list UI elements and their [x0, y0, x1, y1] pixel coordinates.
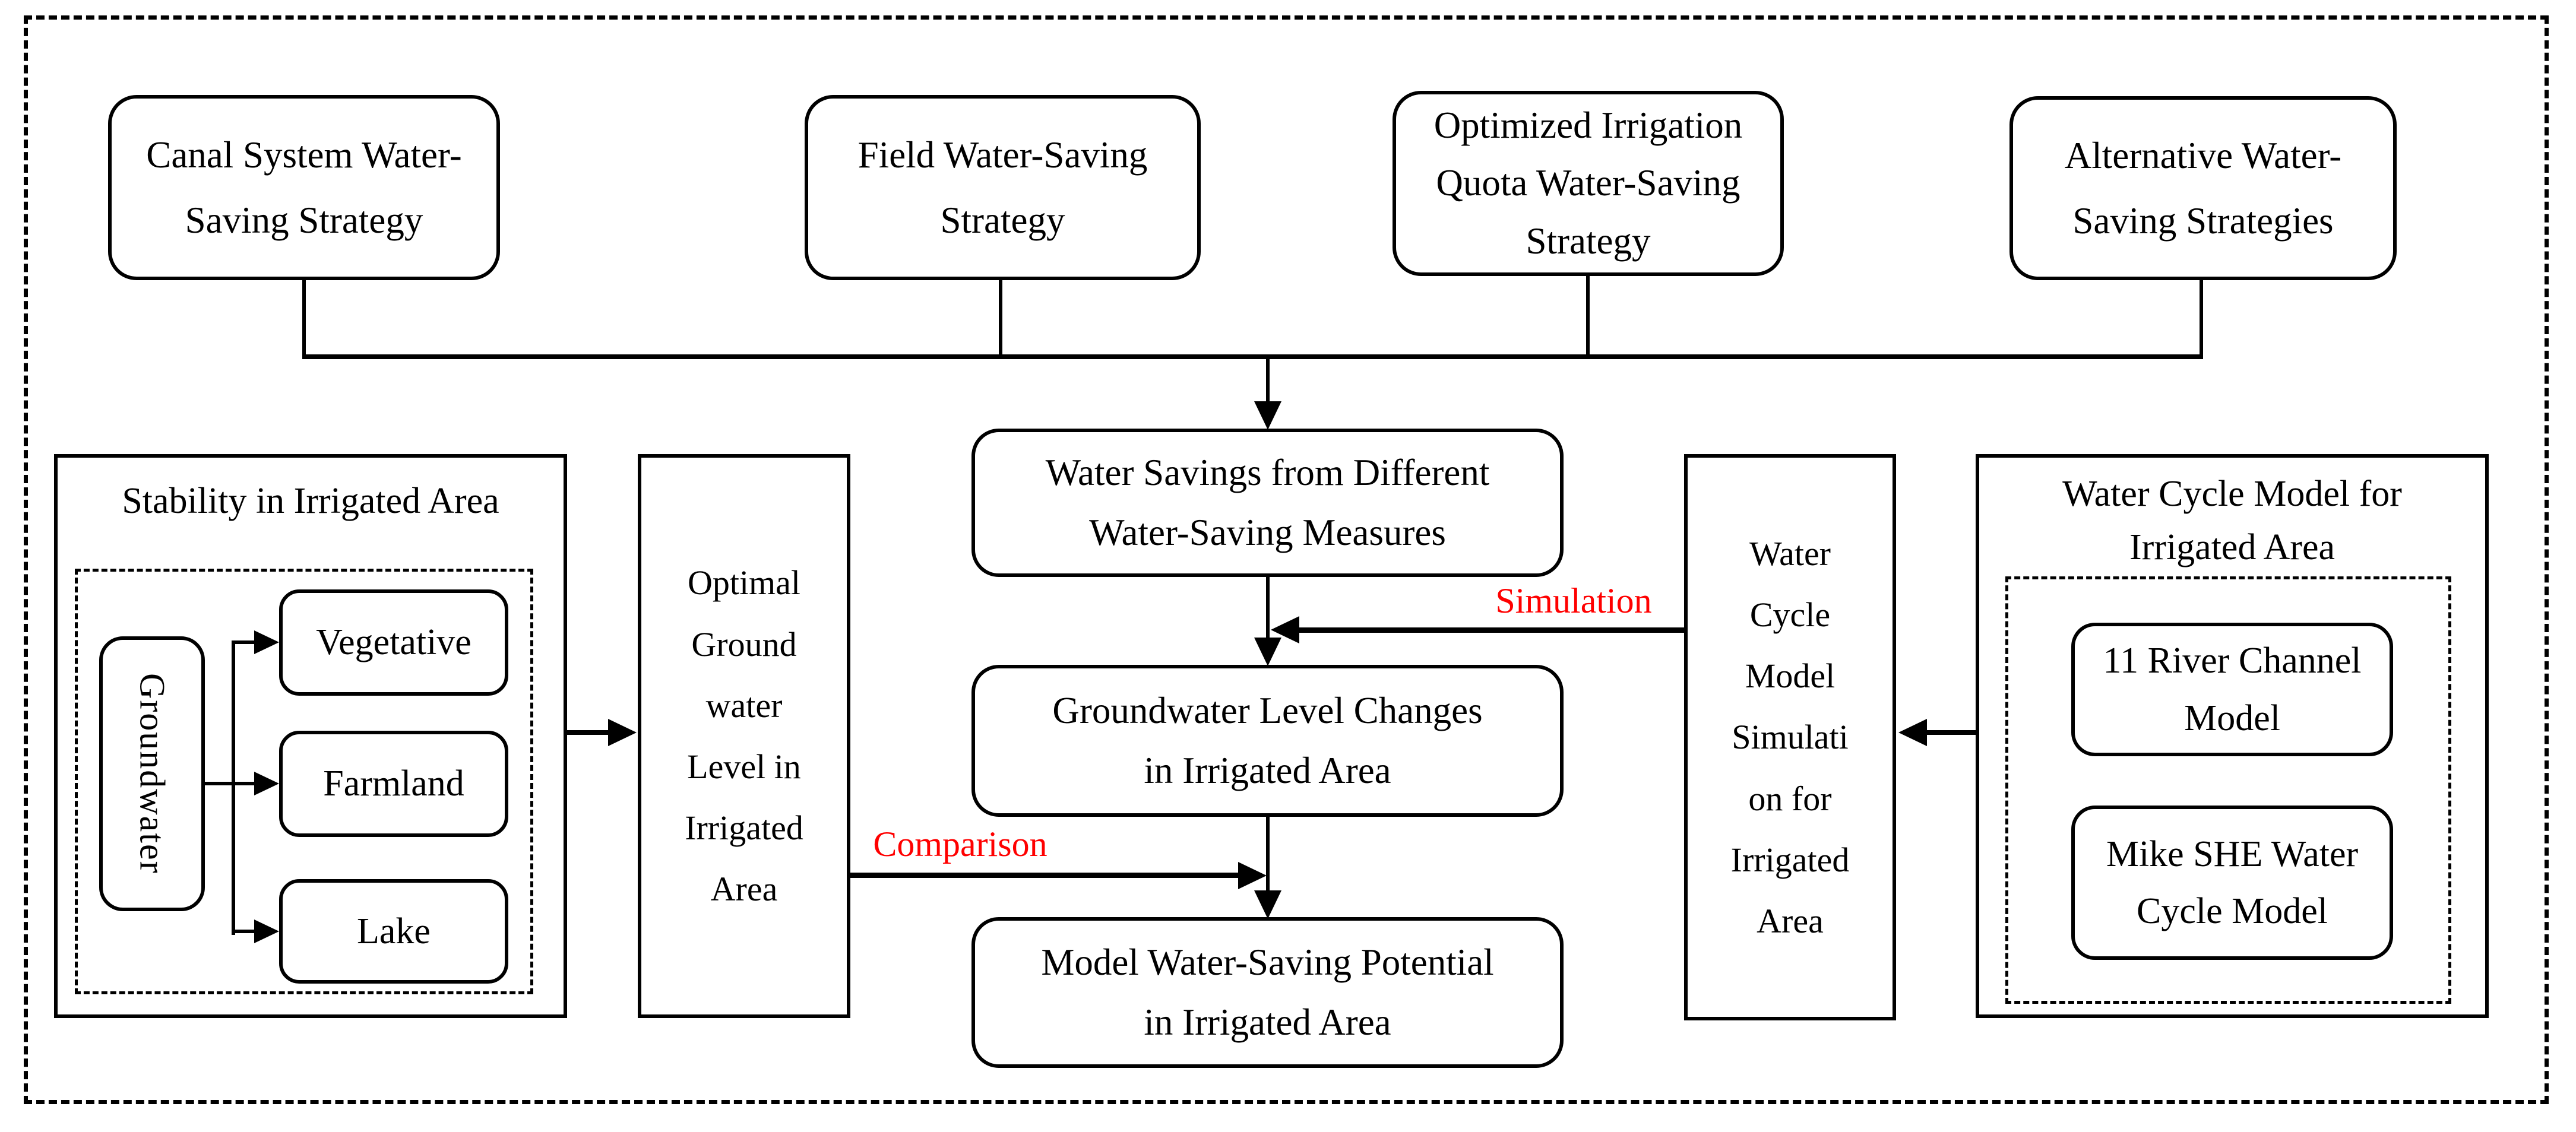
optimal-groundwater-level-box: Optimal Ground water Level in Irrigated …: [638, 454, 850, 1018]
comparison-label: Comparison: [873, 825, 1048, 864]
strategy-box-canal-label: Canal System Water- Saving Strategy: [146, 134, 462, 241]
connector-watersavings-to-changes: [1266, 577, 1270, 640]
arrowhead-into-potential: [1254, 890, 1281, 919]
connector-drop-quota: [1586, 275, 1590, 357]
strategy-box-canal: Canal System Water- Saving Strategy: [108, 95, 500, 280]
strategy-box-quota-label: Optimized Irrigation Quota Water-Saving …: [1433, 104, 1743, 262]
arrowhead-into-vegetative: [254, 630, 279, 654]
model-water-saving-potential-box: Model Water-Saving Potential in Irrigate…: [971, 917, 1564, 1068]
connector-to-lake: [235, 930, 254, 933]
mike-she-model-label: Mike SHE Water Cycle Model: [2106, 833, 2359, 931]
connector-groundwater-stub: [201, 782, 254, 785]
connector-stability-to-optimal: [567, 730, 609, 735]
arrowhead-into-optimal: [608, 719, 637, 746]
water-cycle-simulation-label: Water Cycle Model Simulati on for Irriga…: [1730, 534, 1850, 941]
connector-drop-field: [999, 279, 1002, 357]
stability-inner-dashed-box: [75, 569, 533, 994]
target-box-farmland: Farmland: [279, 731, 508, 837]
connector-drop-canal: [302, 279, 306, 357]
connector-panel-to-simulation: [1926, 730, 1976, 735]
water-savings-box: Water Savings from Different Water-Savin…: [971, 429, 1564, 577]
connector-simulation: [1298, 627, 1684, 633]
mike-she-model-box: Mike SHE Water Cycle Model: [2071, 806, 2393, 960]
connector-changes-to-potential: [1266, 817, 1270, 894]
outer-dashed-frame: [24, 15, 2549, 1104]
target-box-vegetative-label: Vegetative: [316, 622, 471, 663]
connector-to-vegetative: [235, 640, 254, 644]
arrowhead-simulation: [1271, 616, 1299, 643]
arrowhead-into-farmland: [254, 772, 279, 795]
strategy-box-field-label: Field Water-Saving Strategy: [857, 134, 1148, 241]
strategy-box-quota: Optimized Irrigation Quota Water-Saving …: [1393, 91, 1784, 276]
groundwater-level-changes-box: Groundwater Level Changes in Irrigated A…: [971, 665, 1564, 817]
optimal-groundwater-level-label: Optimal Ground water Level in Irrigated …: [685, 563, 803, 909]
arrowhead-into-lake: [254, 919, 279, 943]
connector-comparison: [850, 873, 1239, 878]
strategy-box-alternative-label: Alternative Water- Saving Strategies: [2064, 134, 2342, 242]
groundwater-source-box: Groundwater: [99, 636, 205, 911]
groundwater-level-changes-label: Groundwater Level Changes in Irrigated A…: [1052, 690, 1483, 791]
arrowhead-into-watersavings: [1254, 401, 1281, 430]
connector-bus: [302, 354, 2203, 359]
arrowhead-comparison: [1238, 862, 1267, 889]
arrowhead-into-simulation-box: [1898, 719, 1927, 746]
connector-groundwater-branch: [232, 640, 235, 935]
simulation-label: Simulation: [1495, 581, 1652, 620]
stability-panel-title: Stability in Irrigated Area: [122, 481, 499, 521]
river-channel-model-box: 11 River Channel Model: [2071, 623, 2393, 756]
target-box-farmland-label: Farmland: [323, 763, 464, 804]
model-water-saving-potential-label: Model Water-Saving Potential in Irrigate…: [1041, 941, 1494, 1043]
water-cycle-inner-dashed-box: [2005, 576, 2451, 1004]
river-channel-model-label: 11 River Channel Model: [2103, 640, 2362, 738]
groundwater-source-label: Groundwater: [132, 673, 172, 874]
water-savings-label: Water Savings from Different Water-Savin…: [1045, 452, 1490, 553]
water-cycle-simulation-box: Water Cycle Model Simulati on for Irriga…: [1684, 454, 1896, 1020]
water-cycle-model-panel-title: Water Cycle Model for Irrigated Area: [2062, 474, 2402, 567]
connector-drop-alternative: [2200, 279, 2203, 357]
target-box-vegetative: Vegetative: [279, 589, 508, 696]
target-box-lake: Lake: [279, 879, 508, 984]
target-box-lake-label: Lake: [357, 911, 431, 952]
connector-bus-to-watersavings: [1266, 354, 1270, 405]
strategy-box-field: Field Water-Saving Strategy: [805, 95, 1201, 280]
strategy-box-alternative: Alternative Water- Saving Strategies: [2009, 96, 2397, 280]
